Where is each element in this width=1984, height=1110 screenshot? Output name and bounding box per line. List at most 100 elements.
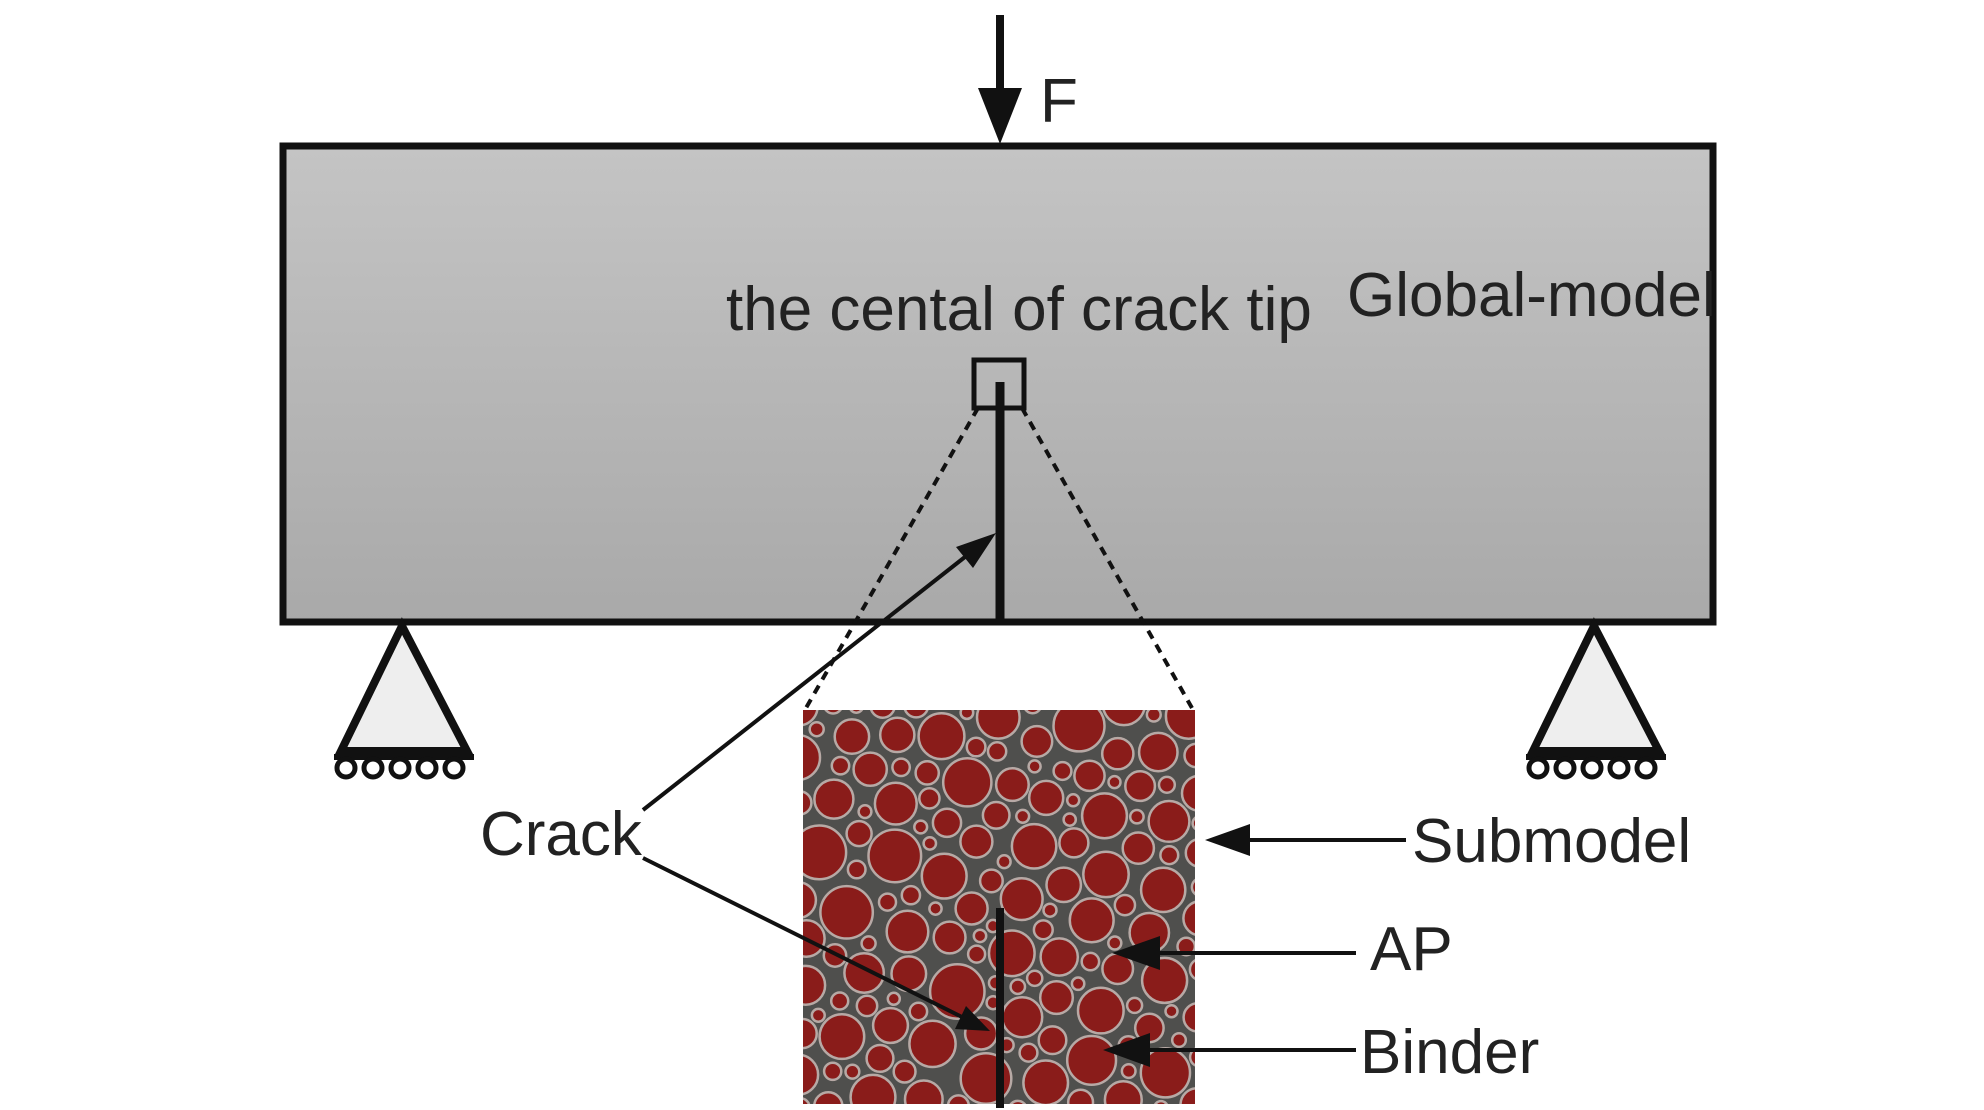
aggregate-particle [1113, 893, 1137, 917]
aggregate-particle [975, 710, 1021, 740]
aggregate-particle [914, 760, 941, 786]
aggregate-particle [978, 868, 1004, 894]
aggregate-particle [803, 881, 818, 919]
aggregate-particle [928, 963, 986, 1020]
aggregate-particle [873, 781, 918, 826]
aggregate-particle [913, 819, 929, 835]
aggregate-particle [803, 964, 827, 1006]
aggregate-particle [1073, 759, 1106, 793]
aggregate-particles [803, 710, 1195, 1104]
aggregate-particle [1015, 808, 1031, 824]
aggregate-particle [994, 767, 1030, 803]
aggregate-particle [1082, 850, 1130, 899]
aggregate-particle [1038, 980, 1075, 1016]
aggregate-particle [1128, 808, 1145, 825]
aggregate-particle [857, 803, 873, 820]
aggregate-particle [996, 854, 1012, 870]
global-model-label: Global-model [1347, 261, 1716, 330]
aggregate-particle [1145, 710, 1162, 723]
aggregate-particle [972, 928, 988, 944]
aggregate-particle [986, 741, 1008, 762]
aggregate-particle [1037, 1025, 1068, 1056]
aggregate-particle [920, 852, 968, 900]
aggregate-particle [1124, 770, 1157, 803]
aggregate-particle [959, 824, 994, 859]
aggregate-particle [987, 929, 1036, 978]
aggregate-particle [1188, 959, 1195, 980]
aggregate-particle [871, 1006, 910, 1045]
aggregate-particle [928, 901, 943, 916]
aggregate-particle [900, 884, 922, 906]
aggregate-particle [1179, 1087, 1195, 1104]
left-support [334, 617, 474, 780]
aggregate-particle [1147, 799, 1191, 844]
aggregate-particle [867, 828, 923, 884]
aggregate-particle [1188, 1047, 1195, 1067]
aggregate-particle [803, 1054, 820, 1096]
aggregate-particle [803, 1017, 818, 1050]
aggregate-particle [999, 876, 1044, 922]
aggregate-particle [886, 991, 902, 1007]
aggregate-particle [810, 1007, 826, 1023]
aggregate-particle [892, 1059, 917, 1084]
aggregate-particle [1018, 1042, 1039, 1063]
crack-tip-label: the cental of crack tip [726, 275, 1312, 344]
aggregate-particle [824, 710, 842, 715]
aggregate-particle [1184, 838, 1195, 868]
aggregate-particle [1164, 1003, 1179, 1019]
aggregate-particle [1020, 724, 1054, 758]
aggregate-particle [1076, 986, 1125, 1035]
aggregate-particle [1102, 710, 1146, 727]
aggregate-particle [918, 787, 941, 810]
aggregate-particle [813, 1090, 844, 1104]
force-label: F [1040, 67, 1078, 136]
binder-pointer [1103, 1033, 1356, 1067]
aggregate-particle [829, 991, 850, 1011]
aggregate-particle [844, 1063, 861, 1080]
aggregate-particle [959, 710, 975, 721]
aggregate-particle [1103, 1079, 1143, 1104]
aggregate-particle [885, 909, 930, 954]
aggregate-particle [1065, 1034, 1118, 1087]
aggregate-particle [1025, 969, 1044, 988]
submodel-label: Submodel [1412, 807, 1691, 876]
aggregate-particle [954, 891, 989, 926]
aggregate-particle [1180, 775, 1195, 812]
aggregate-particle [1121, 831, 1156, 865]
aggregate-particle [1170, 1032, 1188, 1049]
aggregate-particle [1190, 878, 1195, 896]
crack-leader-lower [642, 856, 990, 1031]
aggregate-particle [1027, 779, 1065, 817]
aggregate-particle [917, 712, 966, 761]
aggregate-particle [1045, 866, 1083, 904]
aggregate-particle [1058, 827, 1090, 859]
aggregate-particle [1052, 760, 1073, 782]
aggregate-particle [922, 835, 938, 851]
ap-label: AP [1370, 915, 1453, 984]
binder-label: Binder [1360, 1018, 1539, 1087]
aggregate-particle [1137, 731, 1179, 773]
aggregate-particle [1182, 900, 1195, 936]
aggregate-particle [1125, 996, 1144, 1015]
aggregate-particle [833, 718, 871, 756]
aggregate-particle [808, 720, 825, 738]
aggregate-particle [1068, 897, 1115, 944]
aggregate-particle [878, 716, 916, 754]
ap-pointer [1112, 936, 1356, 970]
aggregate-particle [1157, 775, 1177, 794]
aggregate-particle [1070, 976, 1086, 992]
aggregate-particle [1107, 935, 1123, 951]
aggregate-particle [1032, 919, 1054, 941]
aggregate-particle [946, 1094, 970, 1104]
aggregate-particle [1154, 1099, 1168, 1104]
submodel-pointer [1205, 824, 1406, 856]
aggregate-particle [1107, 774, 1122, 790]
aggregate-particle [877, 892, 898, 912]
aggregate-particle [1000, 995, 1044, 1039]
aggregate-particle [1159, 845, 1180, 866]
aggregate-particle [931, 807, 963, 839]
aggregate-particle [849, 710, 864, 714]
aggregate-particle [803, 824, 848, 881]
aggregate-particle [1080, 951, 1101, 972]
